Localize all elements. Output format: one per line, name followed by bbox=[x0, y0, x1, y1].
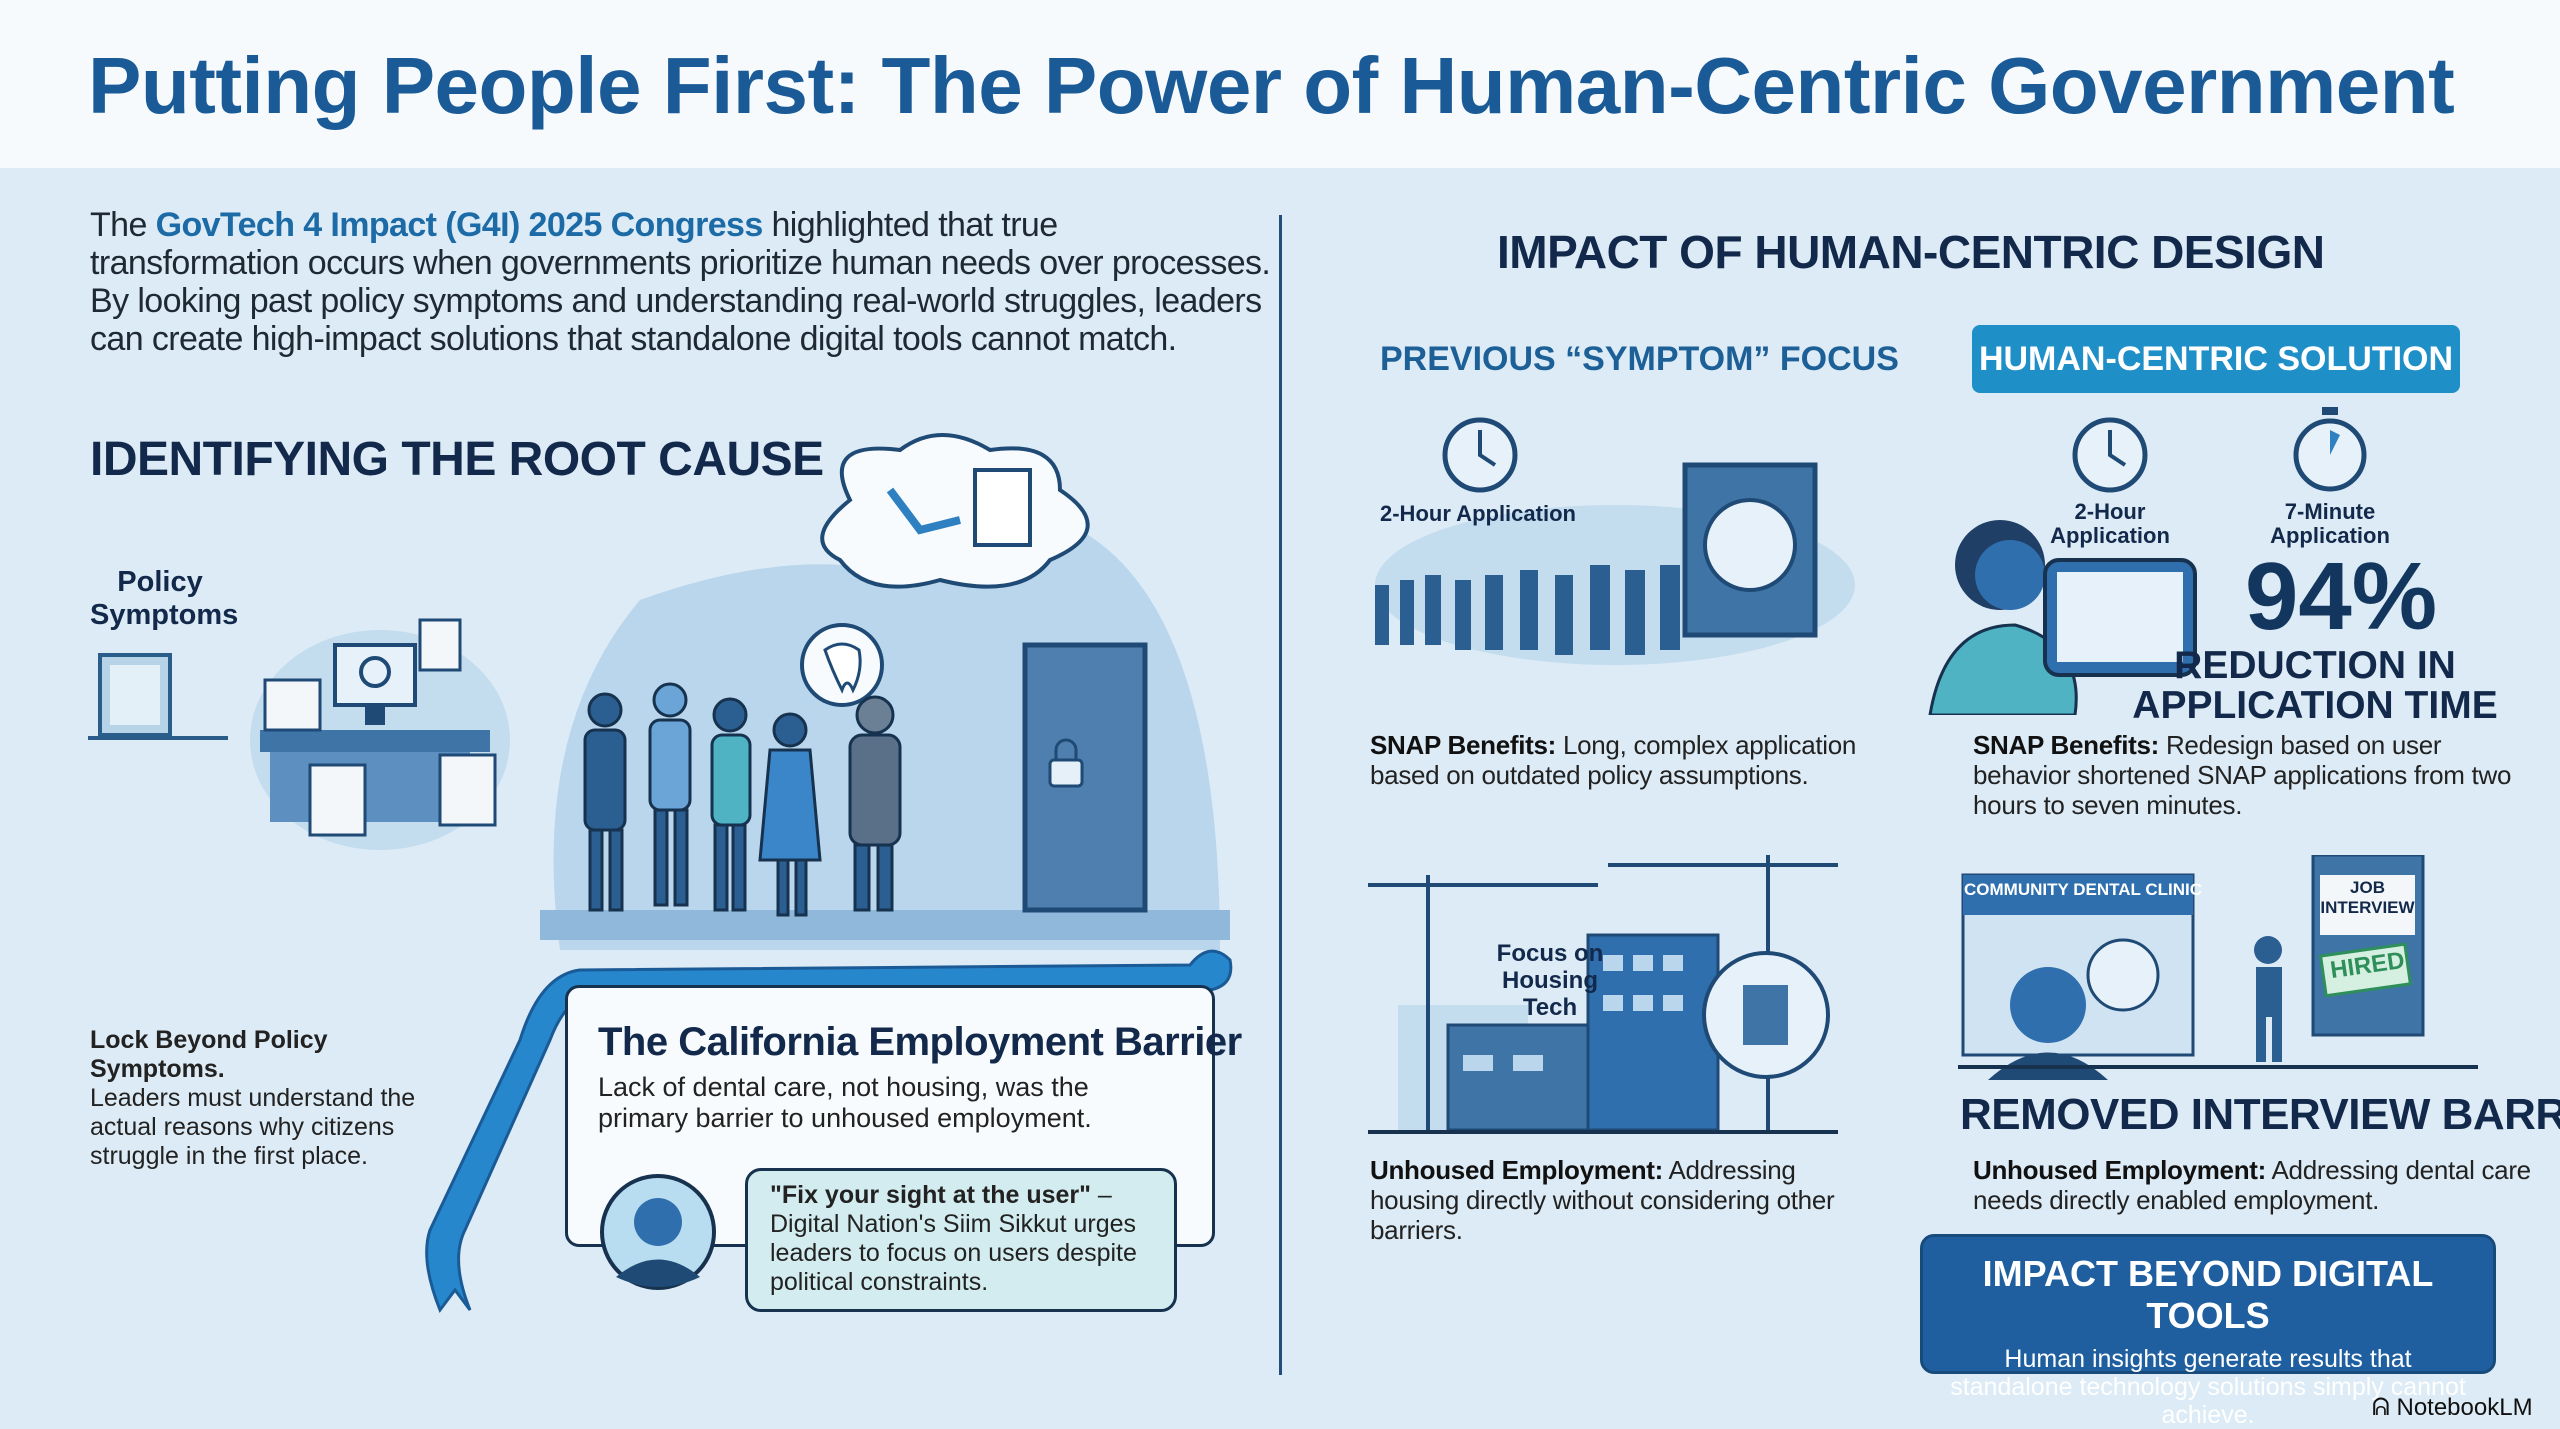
unh-sol-bold: Unhoused Employment: bbox=[1973, 1155, 2267, 1185]
snap-previous-text: SNAP Benefits: Long, complex application… bbox=[1370, 730, 1890, 790]
tooth-sign-icon bbox=[2086, 938, 2160, 1012]
california-card-title: The California Employment Barrier bbox=[598, 1020, 1242, 1064]
reduction-text: REDUCTION IN APPLICATION TIME bbox=[2132, 644, 2498, 727]
lock-beyond-title: Lock Beyond Policy Symptoms. bbox=[90, 1026, 328, 1083]
header-band bbox=[0, 0, 2560, 168]
clinic-sign: COMMUNITY DENTAL CLINIC bbox=[1964, 880, 2202, 899]
stopwatch-icon bbox=[2293, 407, 2367, 492]
sol-clock1-text: 2-Hour Application bbox=[2050, 499, 2170, 548]
quote-rest: – Digital Nation's Siim Sikkut urges lea… bbox=[770, 1181, 1137, 1296]
quote-bold: "Fix your sight at the user" bbox=[770, 1181, 1091, 1209]
removed-barrier-heading: REMOVED INTERVIEW BARRIER bbox=[1960, 1090, 2560, 1139]
impact-box-title: IMPACT BEYOND DIGITAL TOOLS bbox=[1982, 1253, 2434, 1336]
unh-sol-body: Addressing dental care needs directly en… bbox=[1973, 1155, 2531, 1215]
notebooklm-brand: ᕱ NotebookLM bbox=[2372, 1394, 2533, 1422]
snap-prev-body: Long, complex application based on outda… bbox=[1370, 730, 1857, 790]
lock-beyond-text: Lock Beyond Policy Symptoms.Leaders must… bbox=[90, 1026, 450, 1171]
avatar bbox=[600, 1174, 716, 1290]
reduction-percent: 94% bbox=[2245, 543, 2438, 650]
intro-paragraph: The GovTech 4 Impact (G4I) 2025 Congress… bbox=[90, 206, 1275, 358]
impact-beyond-box: IMPACT BEYOND DIGITAL TOOLS Human insigh… bbox=[1920, 1234, 2496, 1429]
intro-prefix: The bbox=[90, 206, 156, 244]
sol-clock2-label: 7-Minute Application bbox=[2265, 500, 2395, 548]
unh-prev-bold: Unhoused Employment: bbox=[1370, 1155, 1664, 1185]
intro-suffix: highlighted that true transformation occ… bbox=[90, 206, 1271, 358]
long-queue-illustration bbox=[1375, 417, 1855, 665]
people-group bbox=[583, 682, 902, 917]
snap-sol-body: Redesign based on user behavior shortene… bbox=[1973, 730, 2512, 820]
page-title: Putting People First: The Power of Human… bbox=[88, 41, 2455, 130]
notebooklm-logo-icon: ᕱ bbox=[2372, 1394, 2397, 1421]
snap-solution-text: SNAP Benefits: Redesign based on user be… bbox=[1973, 730, 2533, 820]
brand-text: NotebookLM bbox=[2396, 1394, 2533, 1421]
snap-prev-bold: SNAP Benefits: bbox=[1370, 730, 1557, 760]
paperwork-desk-icon bbox=[250, 618, 510, 850]
thought-cloud bbox=[820, 433, 1090, 589]
impact-heading: IMPACT OF HUMAN-CENTRIC DESIGN bbox=[1497, 226, 2325, 278]
office-window-icon bbox=[88, 653, 228, 740]
snap-sol-bold: SNAP Benefits: bbox=[1973, 730, 2160, 760]
locked-door bbox=[1022, 642, 1148, 913]
intro-highlight: GovTech 4 Impact (G4I) 2025 Congress bbox=[155, 206, 764, 244]
root-cause-heading: IDENTIFYING THE ROOT CAUSE bbox=[90, 433, 824, 486]
padlock-icon bbox=[1048, 758, 1084, 788]
housing-construction-illustration bbox=[1368, 855, 1838, 1134]
clinic-job-illustration bbox=[1958, 855, 2478, 1080]
unhoused-previous-text: Unhoused Employment: Addressing housing … bbox=[1370, 1155, 1890, 1245]
job-interview-sign: JOB INTERVIEW bbox=[2320, 878, 2415, 917]
human-centric-badge: HUMAN-CENTRIC SOLUTION bbox=[1972, 325, 2460, 393]
sol-clock2-text: 7-Minute Application bbox=[2270, 499, 2390, 548]
reduction-label: REDUCTION IN APPLICATION TIME bbox=[2120, 646, 2510, 726]
housing-label-text: Focus on Housing Tech bbox=[1496, 940, 1604, 1021]
root-cause-scene bbox=[540, 433, 1230, 950]
lock-beyond-body: Leaders must understand the actual reaso… bbox=[90, 1084, 416, 1170]
person-tablet-illustration bbox=[1928, 417, 2197, 715]
housing-label: Focus on Housing Tech bbox=[1480, 940, 1620, 1021]
unh-prev-body: Addressing housing directly without cons… bbox=[1370, 1155, 1835, 1245]
prev-clock-label: 2-Hour Application bbox=[1380, 501, 1576, 526]
impact-box-body: Human insights generate results that sta… bbox=[1950, 1345, 2466, 1429]
section-divider bbox=[1279, 215, 1282, 1375]
policy-symptoms-label: Policy Symptoms bbox=[90, 566, 239, 631]
california-card-body: Lack of dental care, not housing, was th… bbox=[598, 1072, 1092, 1133]
quote-bubble: "Fix your sight at the user" – Digital N… bbox=[745, 1168, 1177, 1312]
unhoused-solution-text: Unhoused Employment: Addressing dental c… bbox=[1973, 1155, 2533, 1215]
previous-focus-heading: PREVIOUS “SYMPTOM” FOCUS bbox=[1380, 340, 1899, 378]
sol-clock1-label: 2-Hour Application bbox=[2045, 500, 2175, 548]
clock-icon bbox=[1703, 498, 1797, 592]
